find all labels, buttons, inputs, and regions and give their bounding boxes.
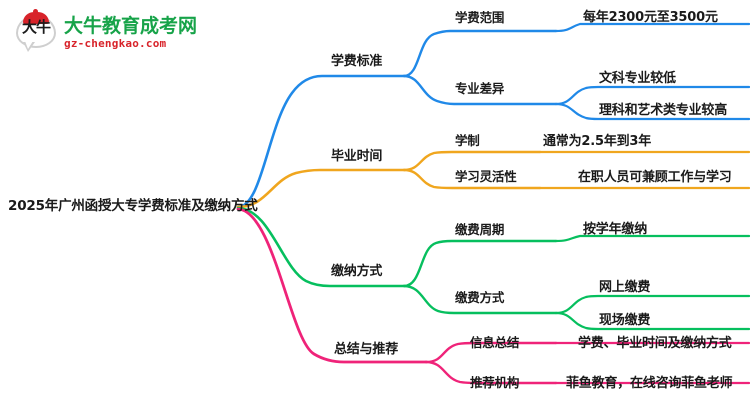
leaf-node-online-payment[interactable]: 网上缴费 (599, 280, 651, 295)
logo-mark-text: 大牛 (21, 18, 51, 36)
branch-node-tuition-standard[interactable]: 学费标准 (331, 54, 383, 69)
logo-domain: gz-chengkao.com (64, 37, 167, 50)
child-node-payment-cycle[interactable]: 缴费周期 (455, 222, 505, 237)
leaf-node-summary-value[interactable]: 学费、毕业时间及缴纳方式 (578, 336, 732, 351)
speech-bubble-tail-icon (23, 41, 35, 52)
leaf-node-onsite-payment[interactable]: 现场缴费 (599, 313, 651, 328)
child-node-recommended-org[interactable]: 推荐机构 (470, 375, 520, 390)
logo-mark-icon: 大牛 (14, 9, 58, 54)
mindmap-root-node[interactable]: 2025年广州函授大专学费标准及缴纳方式 (8, 198, 258, 214)
child-node-major-difference[interactable]: 专业差异 (455, 81, 505, 96)
child-node-tuition-range[interactable]: 学费范围 (455, 10, 505, 25)
child-node-study-flexibility[interactable]: 学习灵活性 (455, 169, 517, 184)
leaf-node-work-study-balance[interactable]: 在职人员可兼顾工作与学习 (578, 170, 732, 185)
child-node-schooling-system[interactable]: 学制 (455, 133, 480, 148)
logo-title: 大牛教育成考网 (64, 15, 198, 37)
red-hat-icon (23, 9, 49, 24)
leaf-node-pay-per-year[interactable]: 按学年缴纳 (583, 222, 648, 237)
leaf-node-science-arts-higher[interactable]: 理科和艺术类专业较高 (599, 103, 728, 118)
logo-text-block: 大牛教育成考网 gz-chengkao.com (64, 15, 197, 51)
leaf-node-schooling-duration[interactable]: 通常为2.5年到3年 (543, 134, 652, 149)
leaf-node-liberal-arts-lower[interactable]: 文科专业较低 (599, 71, 676, 86)
child-node-payment-channel[interactable]: 缴费方式 (455, 290, 505, 305)
child-node-info-summary[interactable]: 信息总结 (470, 335, 520, 350)
branch-node-graduation-time[interactable]: 毕业时间 (331, 149, 383, 164)
branch-node-summary-recommend[interactable]: 总结与推荐 (334, 342, 399, 357)
leaf-node-tuition-range-value[interactable]: 每年2300元至3500元 (583, 10, 718, 25)
leaf-node-recommended-org-value[interactable]: 菲鱼教育，在线咨询菲鱼老师 (566, 376, 733, 391)
site-logo[interactable]: 大牛 大牛教育成考网 gz-chengkao.com (14, 8, 204, 58)
branch-node-payment-method[interactable]: 缴纳方式 (331, 264, 383, 279)
